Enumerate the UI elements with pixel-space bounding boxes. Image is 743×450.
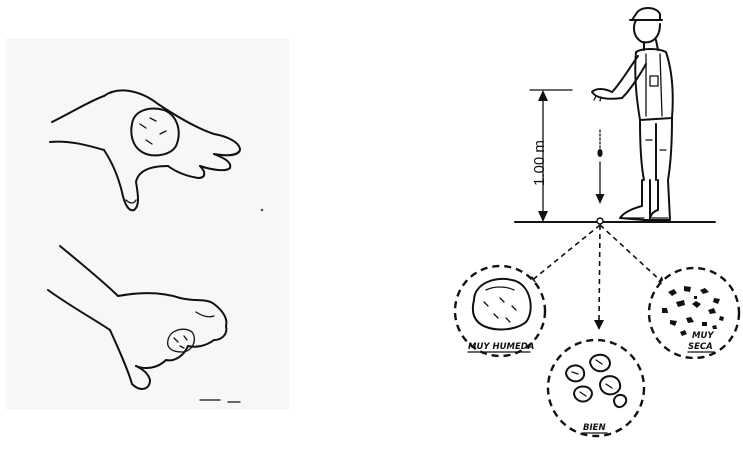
falling-soil-arrow-icon <box>596 130 605 224</box>
very-dry-sample: MUY SECA <box>649 268 739 358</box>
very-dry-label-line2: SECA <box>688 342 713 352</box>
very-wet-label: MUY HUMEDA <box>468 342 534 352</box>
speck <box>261 209 264 212</box>
hand-panel-background <box>6 38 289 410</box>
good-sample: BIEN <box>548 340 644 436</box>
very-dry-label-line1: MUY <box>692 331 714 341</box>
drop-test-panel: 1.00 m <box>455 8 739 436</box>
good-label: BIEN <box>583 423 606 433</box>
very-wet-sample: MUY HUMEDA <box>455 266 545 356</box>
outcome-connectors <box>528 225 664 330</box>
height-label: 1.00 m <box>531 140 548 186</box>
height-dimension: 1.00 m <box>530 90 572 222</box>
standing-farmer-icon <box>592 8 673 220</box>
hand-test-panel <box>6 38 289 410</box>
